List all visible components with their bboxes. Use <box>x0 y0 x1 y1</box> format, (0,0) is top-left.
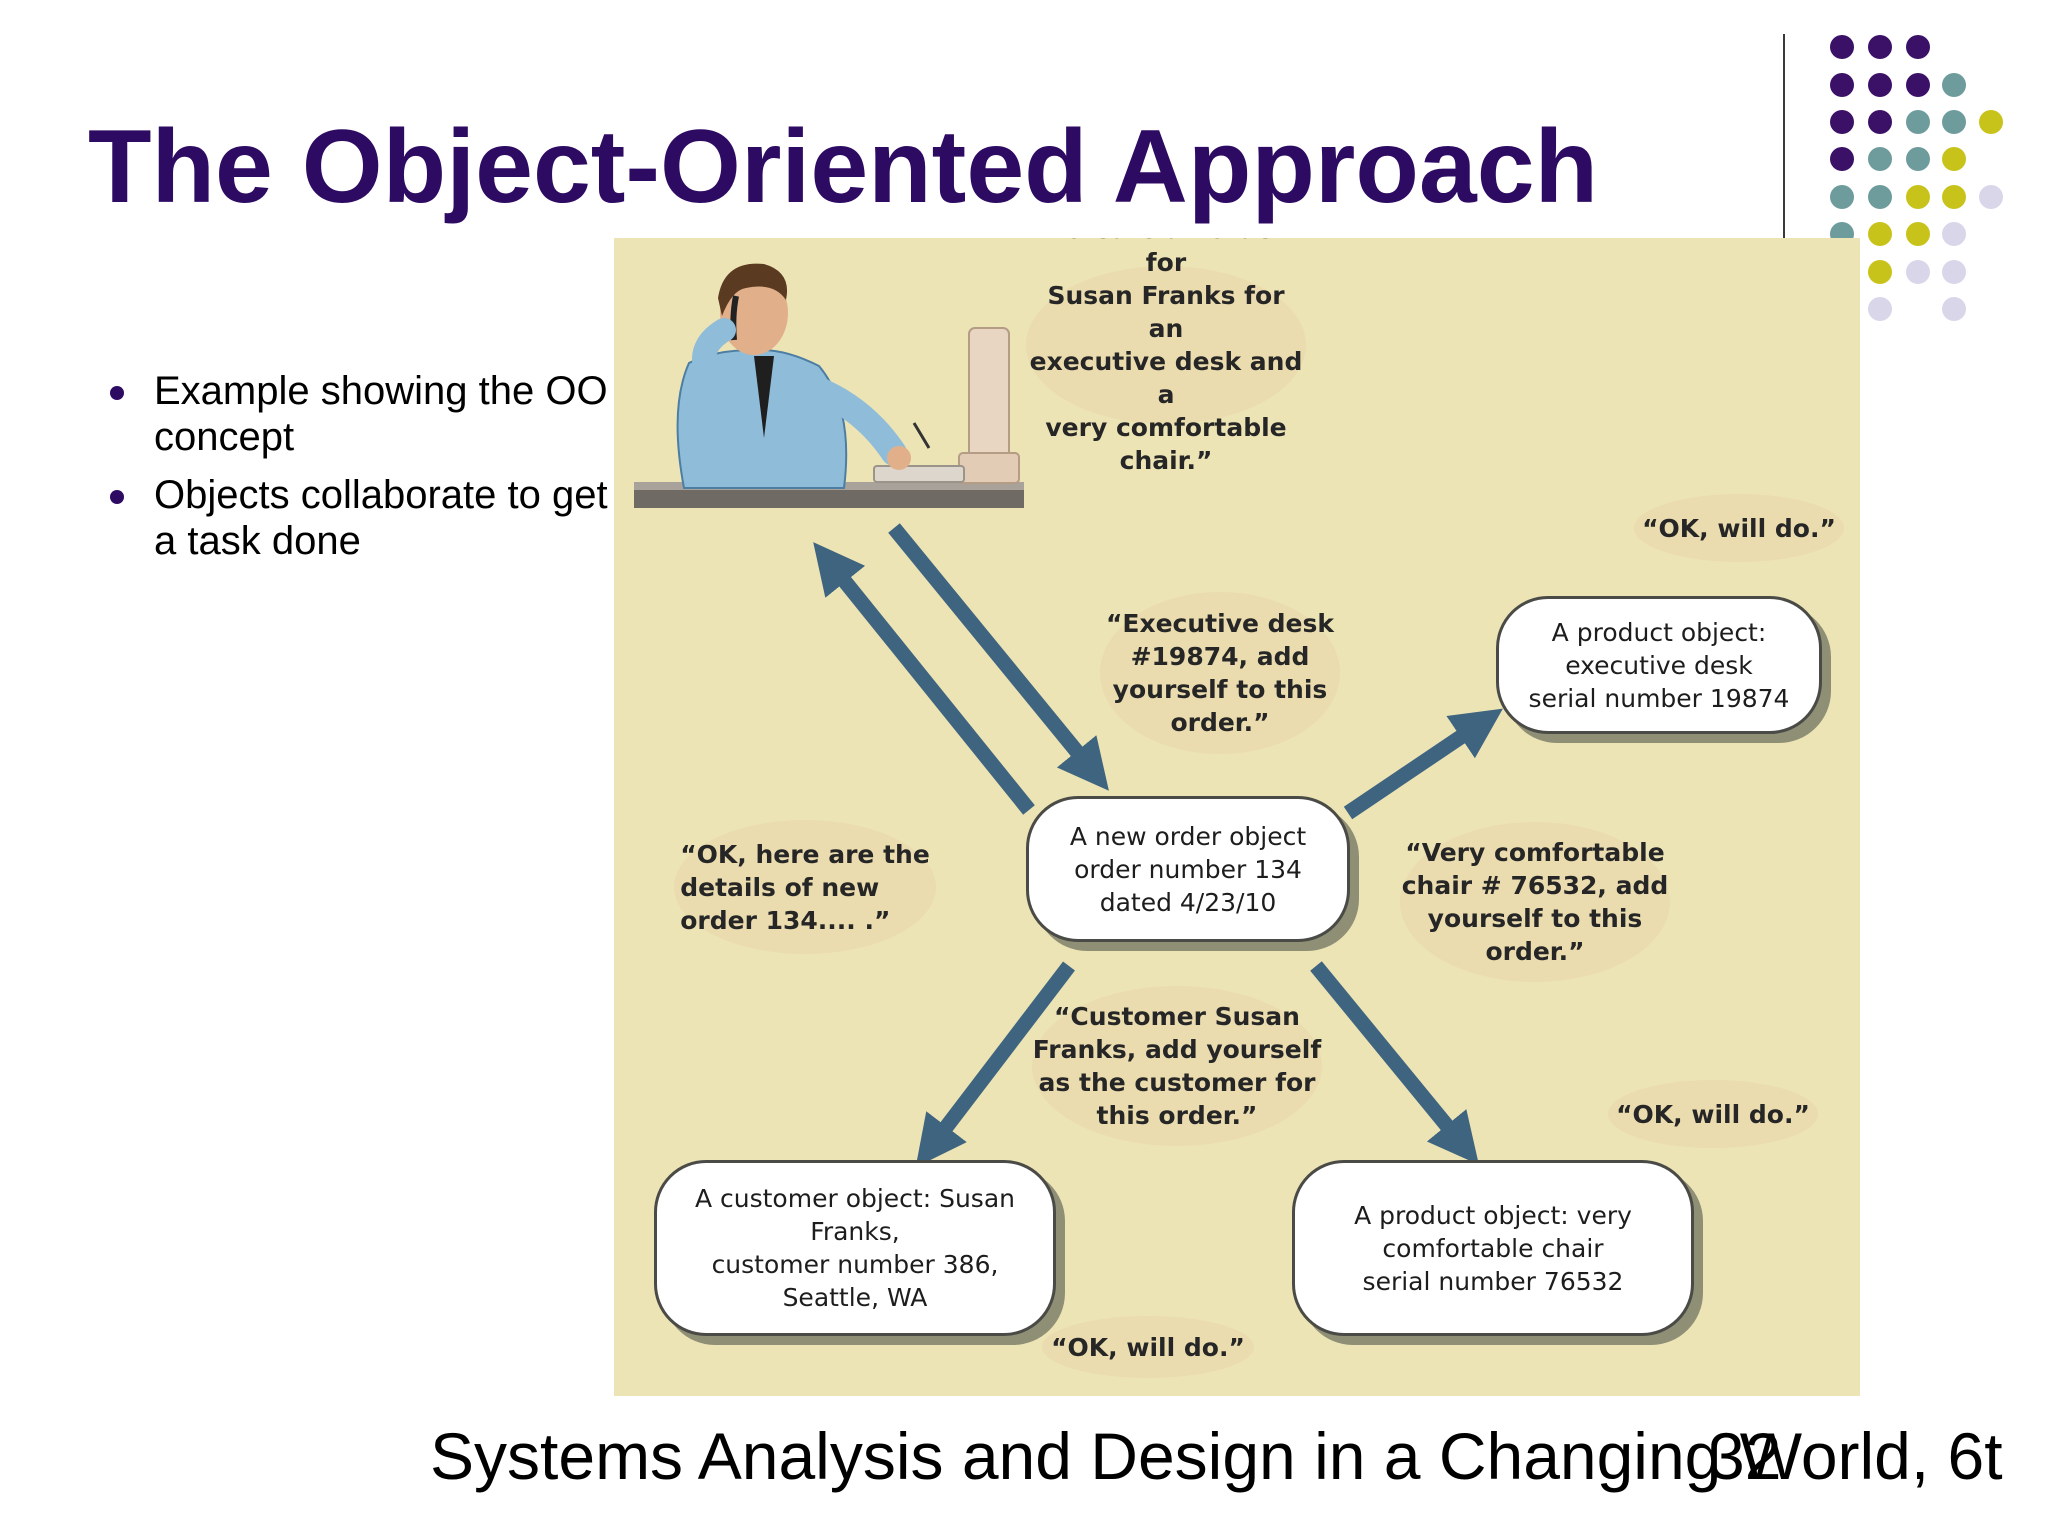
clerk-message-bubble: “Create an order for Susan Franks for an… <box>1026 238 1306 475</box>
arrow-order-to-clerk <box>813 542 1035 815</box>
arrow-clerk-to-order <box>888 523 1109 791</box>
footer-text: Systems Analysis and Design in a Changin… <box>430 1419 2003 1493</box>
chair-reply-bubble: “OK, will do.” <box>1608 1080 1818 1148</box>
dot-row-3 <box>1830 110 2003 134</box>
customer-reply-bubble: “OK, will do.” <box>1042 1316 1254 1378</box>
diagram-graphics <box>634 263 1503 1168</box>
dot-row-1 <box>1830 35 1930 59</box>
clerk-at-computer-icon <box>634 263 1024 508</box>
dot-row-7 <box>1868 260 1966 284</box>
slide-title: The Object-Oriented Approach <box>88 109 1599 225</box>
order-object: A new order object order number 134 date… <box>1026 796 1350 942</box>
desk-reply-bubble: “OK, will do.” <box>1634 494 1844 562</box>
customer-message-bubble: “Customer Susan Franks, add yourself as … <box>1032 986 1322 1146</box>
page-number: 32 <box>1708 1419 1782 1493</box>
arrow-order-to-desk <box>1343 708 1503 820</box>
title-divider-line <box>1783 34 1785 240</box>
arrow-order-to-chair <box>1310 961 1479 1165</box>
bullet-item: Objects collaborate to get a task done <box>104 472 624 564</box>
message-arrows <box>813 523 1503 1168</box>
arrow-order-to-customer <box>915 961 1075 1168</box>
dot-row-4 <box>1830 147 1966 171</box>
bullet-dot-icon <box>110 490 124 504</box>
dot-row-5 <box>1830 185 2003 209</box>
dot-row-2 <box>1830 73 1966 97</box>
object-collaboration-diagram: “Create an order for Susan Franks for an… <box>614 238 1860 1396</box>
bullet-text: Objects collaborate to get a task done <box>154 473 608 563</box>
bullet-text: Example showing the OO concept <box>154 369 608 459</box>
bullet-dot-icon <box>110 386 124 400</box>
dot-row-8 <box>1868 297 1966 321</box>
chair-product-object: A product object: very comfortable chair… <box>1292 1160 1694 1336</box>
order-reply-bubble: “OK, here are the details of new order 1… <box>674 820 936 954</box>
desk-message-bubble: “Executive desk #19874, add yourself to … <box>1100 592 1340 754</box>
bullet-list: Example showing the OO concept Objects c… <box>104 368 624 576</box>
desk-product-object: A product object: executive desk serial … <box>1496 596 1822 734</box>
chair-message-bubble: “Very comfortable chair # 76532, add you… <box>1400 822 1670 982</box>
customer-object: A customer object: Susan Franks, custome… <box>654 1160 1056 1336</box>
bullet-item: Example showing the OO concept <box>104 368 624 460</box>
